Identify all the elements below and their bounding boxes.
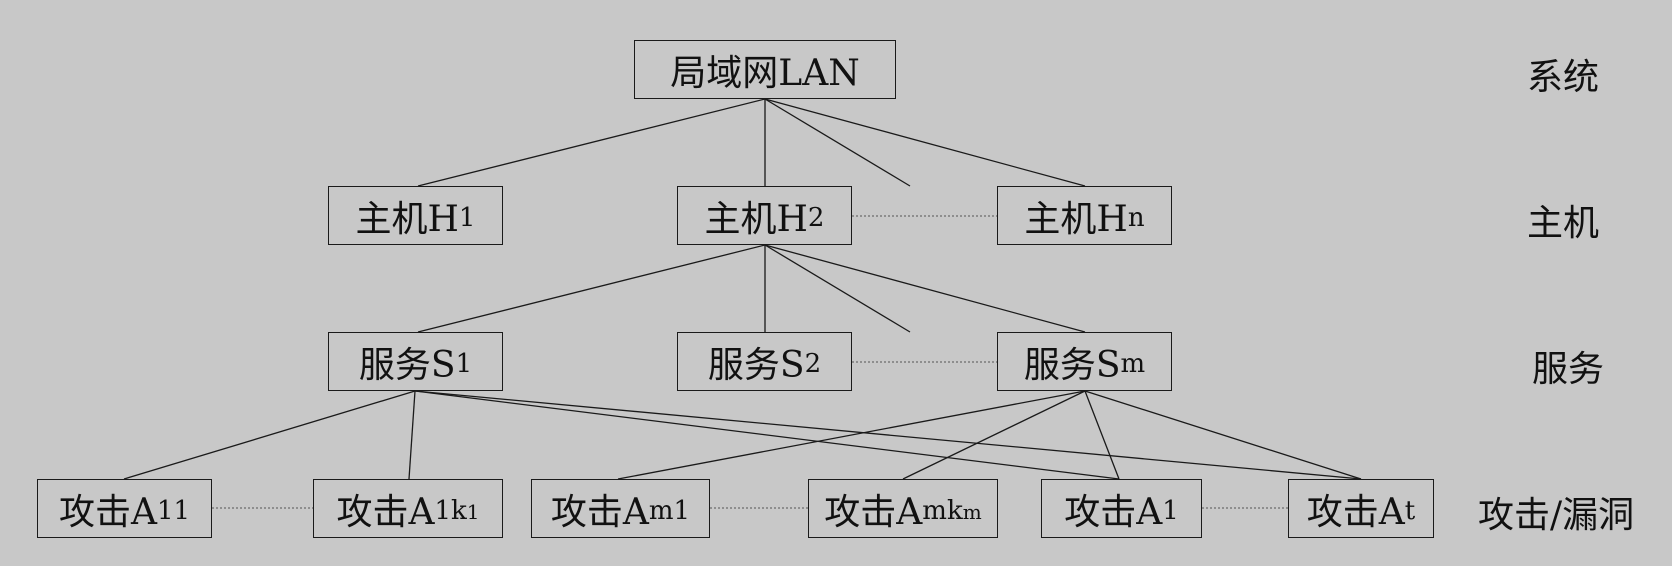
node-service-2-sub: 2 (804, 348, 822, 379)
node-attack-a1k1-sub: 1k (434, 495, 467, 526)
edge-s1-a1 (414, 390, 1120, 480)
edge-h2-stub (764, 244, 911, 333)
node-service-1-label: 服务S (358, 344, 456, 386)
edge-sm-a1 (1084, 390, 1120, 480)
node-attack-a11-sub: 11 (156, 495, 191, 526)
edge-h2-s1 (417, 244, 766, 333)
node-host-1-sub: 1 (458, 202, 476, 233)
edge-sm-amkm (902, 390, 1086, 480)
level-label-service: 服务 (1532, 349, 1605, 390)
node-attack-amkm-label: 攻击A (824, 491, 923, 533)
edge-sm-at (1084, 390, 1362, 480)
node-host-1-label: 主机H (355, 198, 459, 240)
node-attack-a11-label: 攻击A (58, 491, 157, 533)
node-attack-amkm-sub: mk (922, 495, 963, 526)
edge-s1-a11 (123, 390, 416, 480)
node-attack-a1k1-sub2: 1 (466, 499, 480, 524)
node-attack-amkm-sub2: m (962, 499, 982, 524)
node-attack-am1-sub: m1 (648, 495, 691, 526)
node-attack-a1-sub: 1 (1162, 495, 1179, 526)
edge-s1-at (414, 390, 1362, 480)
node-service-2-label: 服务S (707, 344, 805, 386)
node-host-2-sub: 2 (807, 202, 825, 233)
node-attack-am1-label: 攻击A (550, 491, 649, 533)
node-service-m-label: 服务S (1023, 344, 1121, 386)
edge-lan-hn (764, 98, 1086, 187)
level-label-attack: 攻击/漏洞 (1478, 495, 1635, 536)
node-service-1-sub: 1 (455, 348, 473, 379)
edge-s1-a1k1 (408, 390, 416, 480)
node-attack-a1-label: 攻击A (1064, 491, 1163, 533)
node-attack-at-sub: t (1404, 495, 1416, 526)
node-host-2-label: 主机H (704, 198, 808, 240)
edge-h2-sm (764, 244, 1086, 333)
node-attack-at-label: 攻击A (1306, 491, 1405, 533)
node-host-n-sub: n (1127, 202, 1145, 233)
node-attack-a1k1-label: 攻击A (336, 491, 435, 533)
node-lan: 局域网LAN (634, 40, 896, 99)
node-host-n-label: 主机H (1024, 198, 1128, 240)
level-label-system: 系统 (1527, 57, 1600, 98)
level-label-host: 主机 (1527, 203, 1600, 244)
edge-lan-h1 (417, 98, 766, 187)
edge-sm-am1 (617, 390, 1086, 480)
node-lan-label: 局域网LAN (670, 52, 860, 94)
node-service-m-sub: m (1120, 348, 1146, 379)
edge-lan-stub (764, 98, 911, 187)
